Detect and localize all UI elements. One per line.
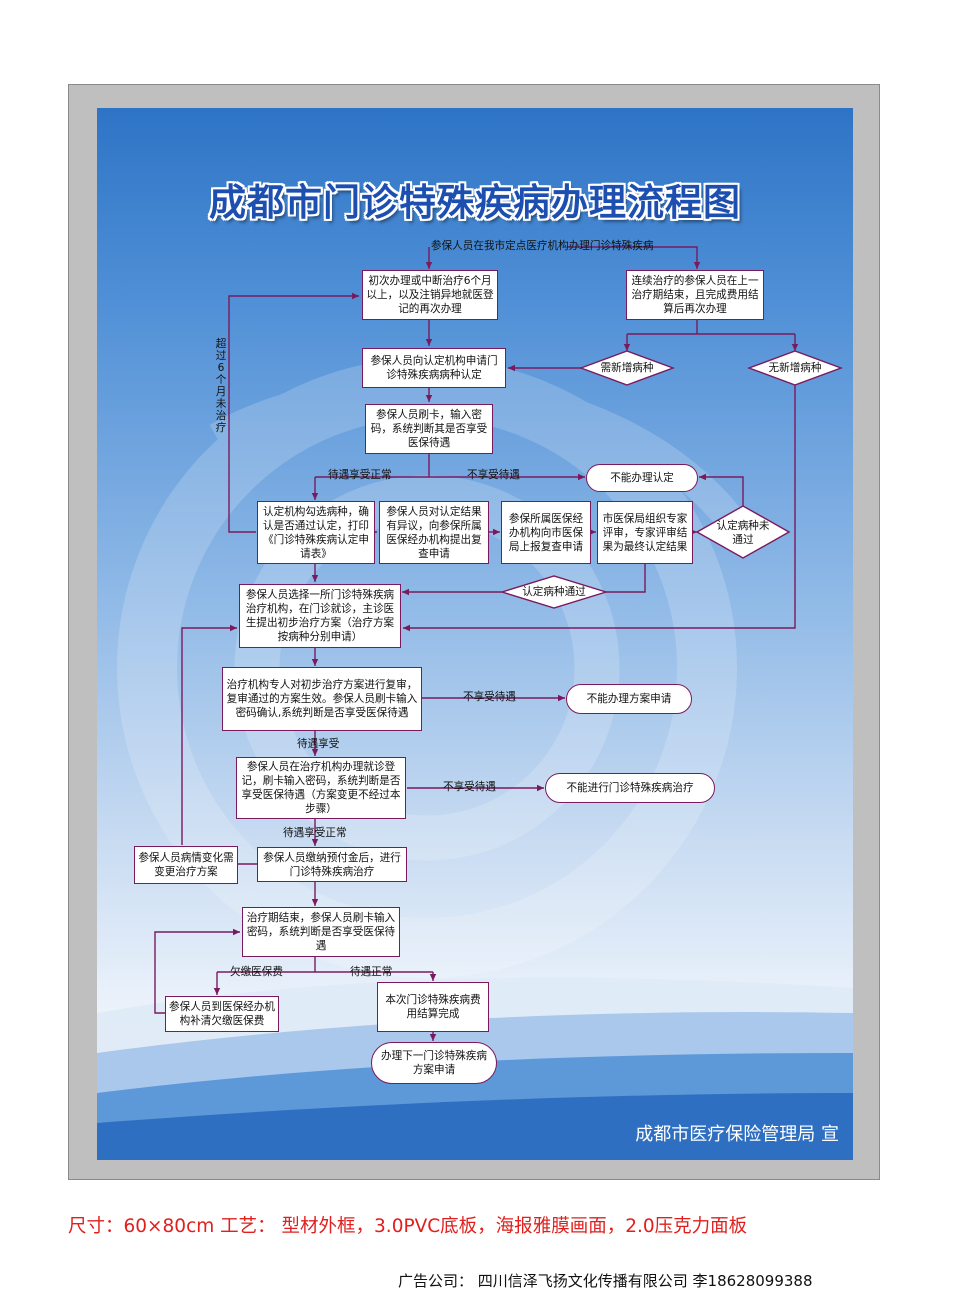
first-time-box: 初次办理或中断治疗6个月以上，以及注销异地就医登记的再次办理 xyxy=(362,270,498,320)
pay-treat-box: 参保人员缴纳预付金后，进行门诊特殊疾病治疗 xyxy=(257,847,407,882)
diamond-passed xyxy=(499,575,609,609)
no-benefit-label-3: 不享受待遇 xyxy=(443,781,496,793)
period-end-box: 治疗期结束，参保人员刷卡输入密码，系统判断是否享受医保待遇 xyxy=(242,907,400,957)
normal-benefit-label-3: 待遇正常 xyxy=(350,966,393,978)
cert-not-passed-label: 认定病种未通过 xyxy=(716,520,770,546)
bureau-review-box: 市医保局组织专家评审，专家评审结果为最终认定结果 xyxy=(597,501,693,564)
company-text: 广告公司： 四川信泽飞扬文化传播有限公司 李18628099388 xyxy=(398,1272,813,1290)
settle-box: 本次门诊特殊疾病费用结算完成 xyxy=(377,982,489,1032)
diamond-no-new xyxy=(746,350,844,386)
need-new-label: 需新增病种 xyxy=(600,362,654,374)
continuing-box: 连续治疗的参保人员在上一治疗期结束，且完成费用结算后再次办理 xyxy=(626,270,764,320)
diamond-not-passed xyxy=(695,505,791,559)
review-plan-box: 治疗机构专人对初步治疗方案进行复审，复审通过的方案生效。参保人员刷卡输入密码确认… xyxy=(222,667,422,731)
pay-arrears-box: 参保人员到医保经办机构补清欠缴医保费 xyxy=(165,996,279,1032)
objection-box: 参保人员对认定结果有异议，向参保所属医保经办机构提出复查申请 xyxy=(379,501,489,564)
institution-select-box: 认定机构勾选病种，确认是否通过认定，打印《门诊特殊疾病认定申请表》 xyxy=(257,501,375,564)
condition-change-box: 参保人员病情变化需变更治疗方案 xyxy=(134,846,238,884)
swipe-card-box: 参保人员刷卡，输入密码，系统判断其是否享受医保待遇 xyxy=(365,404,493,454)
normal-benefit-label-1: 待遇享受正常 xyxy=(328,469,392,481)
no-benefit-label-2: 不享受待遇 xyxy=(463,691,516,703)
cert-passed-label: 认定病种通过 xyxy=(522,586,586,598)
next-plan-pill: 办理下一门诊特殊疾病方案申请 xyxy=(371,1042,497,1084)
no-benefit-label-1: 不享受待遇 xyxy=(467,469,520,481)
choose-hospital-box: 参保人员选择一所门诊特殊疾病治疗机构，在门诊就诊，主诊医生提出初步治疗方案（治疗… xyxy=(239,584,401,648)
spec-text: 尺寸：60×80cm 工艺： 型材外框，3.0PVC底板，海报雅膜画面，2.0压… xyxy=(68,1216,748,1237)
issuer-text: 成都市医疗保险管理局 宣 xyxy=(635,1124,839,1145)
no-new-label: 无新增病种 xyxy=(768,362,822,374)
poster: 成都市门诊特殊疾病办理流程图 xyxy=(97,108,853,1160)
cannot-plan-pill: 不能办理方案申请 xyxy=(566,684,692,714)
normal-benefit-label-2: 待遇享受正常 xyxy=(283,827,347,839)
diamond-need-new xyxy=(578,350,676,386)
cannot-certify-pill: 不能办理认定 xyxy=(586,464,698,492)
register-visit-box: 参保人员在治疗机构办理就诊登记，刷卡输入密码，系统判断是否享受医保待遇（方案变更… xyxy=(236,757,406,819)
apply-institution-box: 参保人员向认定机构申请门诊特殊疾病病种认定 xyxy=(362,348,506,388)
over-6-months-label: 超过6个月未治疗 xyxy=(215,338,227,434)
benefit-enjoyed-label: 待遇享受 xyxy=(297,738,340,750)
agency-report-box: 参保所属医保经办机构向市医保局上报复查申请 xyxy=(501,501,591,564)
poster-title: 成都市门诊特殊疾病办理流程图 xyxy=(209,181,741,224)
cannot-treat-pill: 不能进行门诊特殊疾病治疗 xyxy=(545,773,715,803)
start-label: 参保人员在我市定点医疗机构办理门诊特殊疾病 xyxy=(431,240,654,252)
arrears-label: 欠缴医保费 xyxy=(230,966,283,978)
